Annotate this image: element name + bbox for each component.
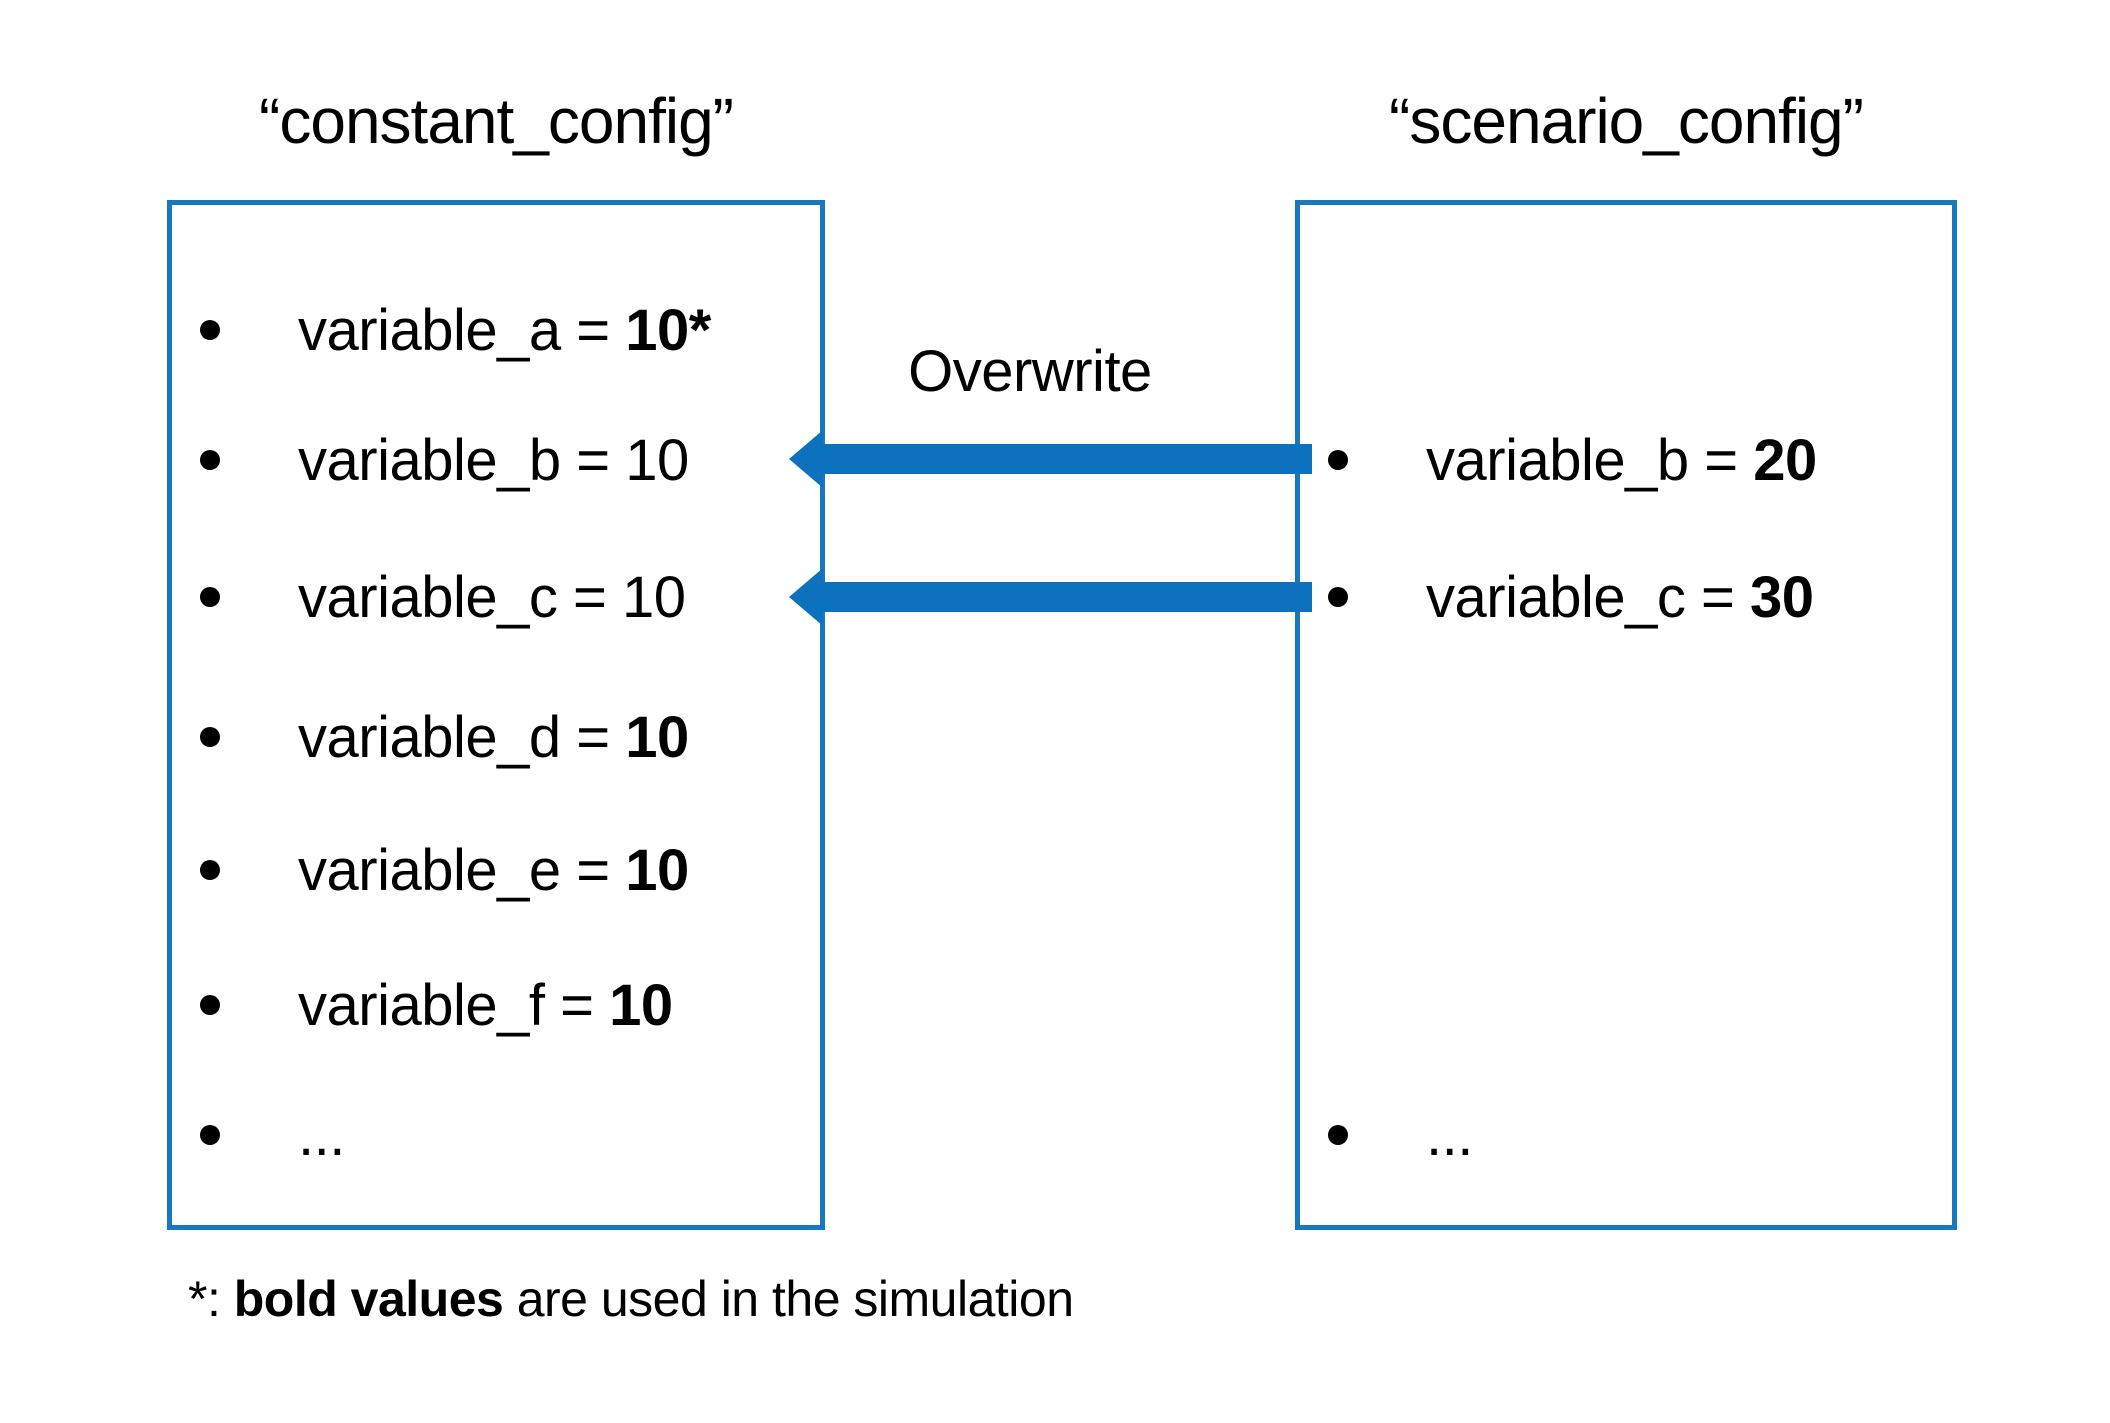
right-box-title: “scenario_config” <box>1389 85 1864 157</box>
bullet-icon <box>200 320 220 340</box>
variable-label: variable_c = <box>1426 564 1750 630</box>
footnote: *: bold values are used in the simulatio… <box>188 1270 1074 1328</box>
overwrite-label: Overwrite <box>908 339 1152 404</box>
overwrite-arrow-b-left-arrowhead-icon <box>789 430 823 488</box>
list-item-variable-d: variable_d = 10 <box>172 692 820 782</box>
list-item-variable-e: variable_e = 10 <box>172 825 820 915</box>
footnote-prefix: *: <box>188 1271 234 1327</box>
bullet-icon <box>200 995 220 1015</box>
bullet-icon <box>1328 587 1348 607</box>
list-item-variable-f: variable_f = 10 <box>172 960 820 1050</box>
variable-value: 10 <box>625 837 689 903</box>
variable-label: variable_f = <box>298 972 610 1038</box>
variable-label: variable_b = <box>1426 427 1754 493</box>
bullet-icon <box>200 860 220 880</box>
variable-label: variable_e = <box>298 837 626 903</box>
constant-config-box: variable_a = 10* variable_b = 10 variabl… <box>167 200 825 1230</box>
list-item-variable-b: variable_b = 10 <box>172 415 820 505</box>
bullet-icon <box>200 587 220 607</box>
left-box-title: “constant_config” <box>259 85 734 157</box>
scenario-config-box: variable_b = 20 variable_c = 30 ... <box>1295 200 1957 1230</box>
ellipsis-label: ... <box>298 1102 345 1168</box>
footnote-bold-part: bold values <box>233 1271 504 1327</box>
variable-value: 10 <box>625 704 689 770</box>
bullet-icon <box>200 727 220 747</box>
variable-value: 30 <box>1749 564 1814 630</box>
bullet-icon <box>200 1125 220 1145</box>
list-item-variable-c: variable_c = 10 <box>172 552 820 642</box>
list-item-variable-a: variable_a = 10* <box>172 285 820 375</box>
variable-value: 10 <box>609 972 673 1038</box>
overwrite-arrow-c-left-arrowhead-icon <box>789 568 823 626</box>
variable-label: variable_b = <box>298 427 626 493</box>
variable-value: 20 <box>1753 427 1817 493</box>
variable-value: 10* <box>625 297 711 363</box>
ellipsis-label: ... <box>1426 1102 1473 1168</box>
list-item-ellipsis: ... <box>172 1090 820 1180</box>
footnote-rest: are used in the simulation <box>503 1271 1074 1327</box>
list-item-variable-b: variable_b = 20 <box>1300 415 1952 505</box>
overwrite-arrow-b-body <box>822 444 1312 474</box>
bullet-icon <box>1328 1125 1348 1145</box>
overwrite-arrow-c-body <box>822 582 1312 612</box>
variable-label: variable_d = <box>298 704 626 770</box>
list-item-variable-c: variable_c = 30 <box>1300 552 1952 642</box>
variable-value: 10 <box>625 427 689 493</box>
variable-label: variable_c = <box>298 564 622 630</box>
list-item-ellipsis: ... <box>1300 1090 1952 1180</box>
variable-label: variable_a = <box>298 297 626 363</box>
variable-value: 10 <box>621 564 686 630</box>
bullet-icon <box>1328 450 1348 470</box>
bullet-icon <box>200 450 220 470</box>
